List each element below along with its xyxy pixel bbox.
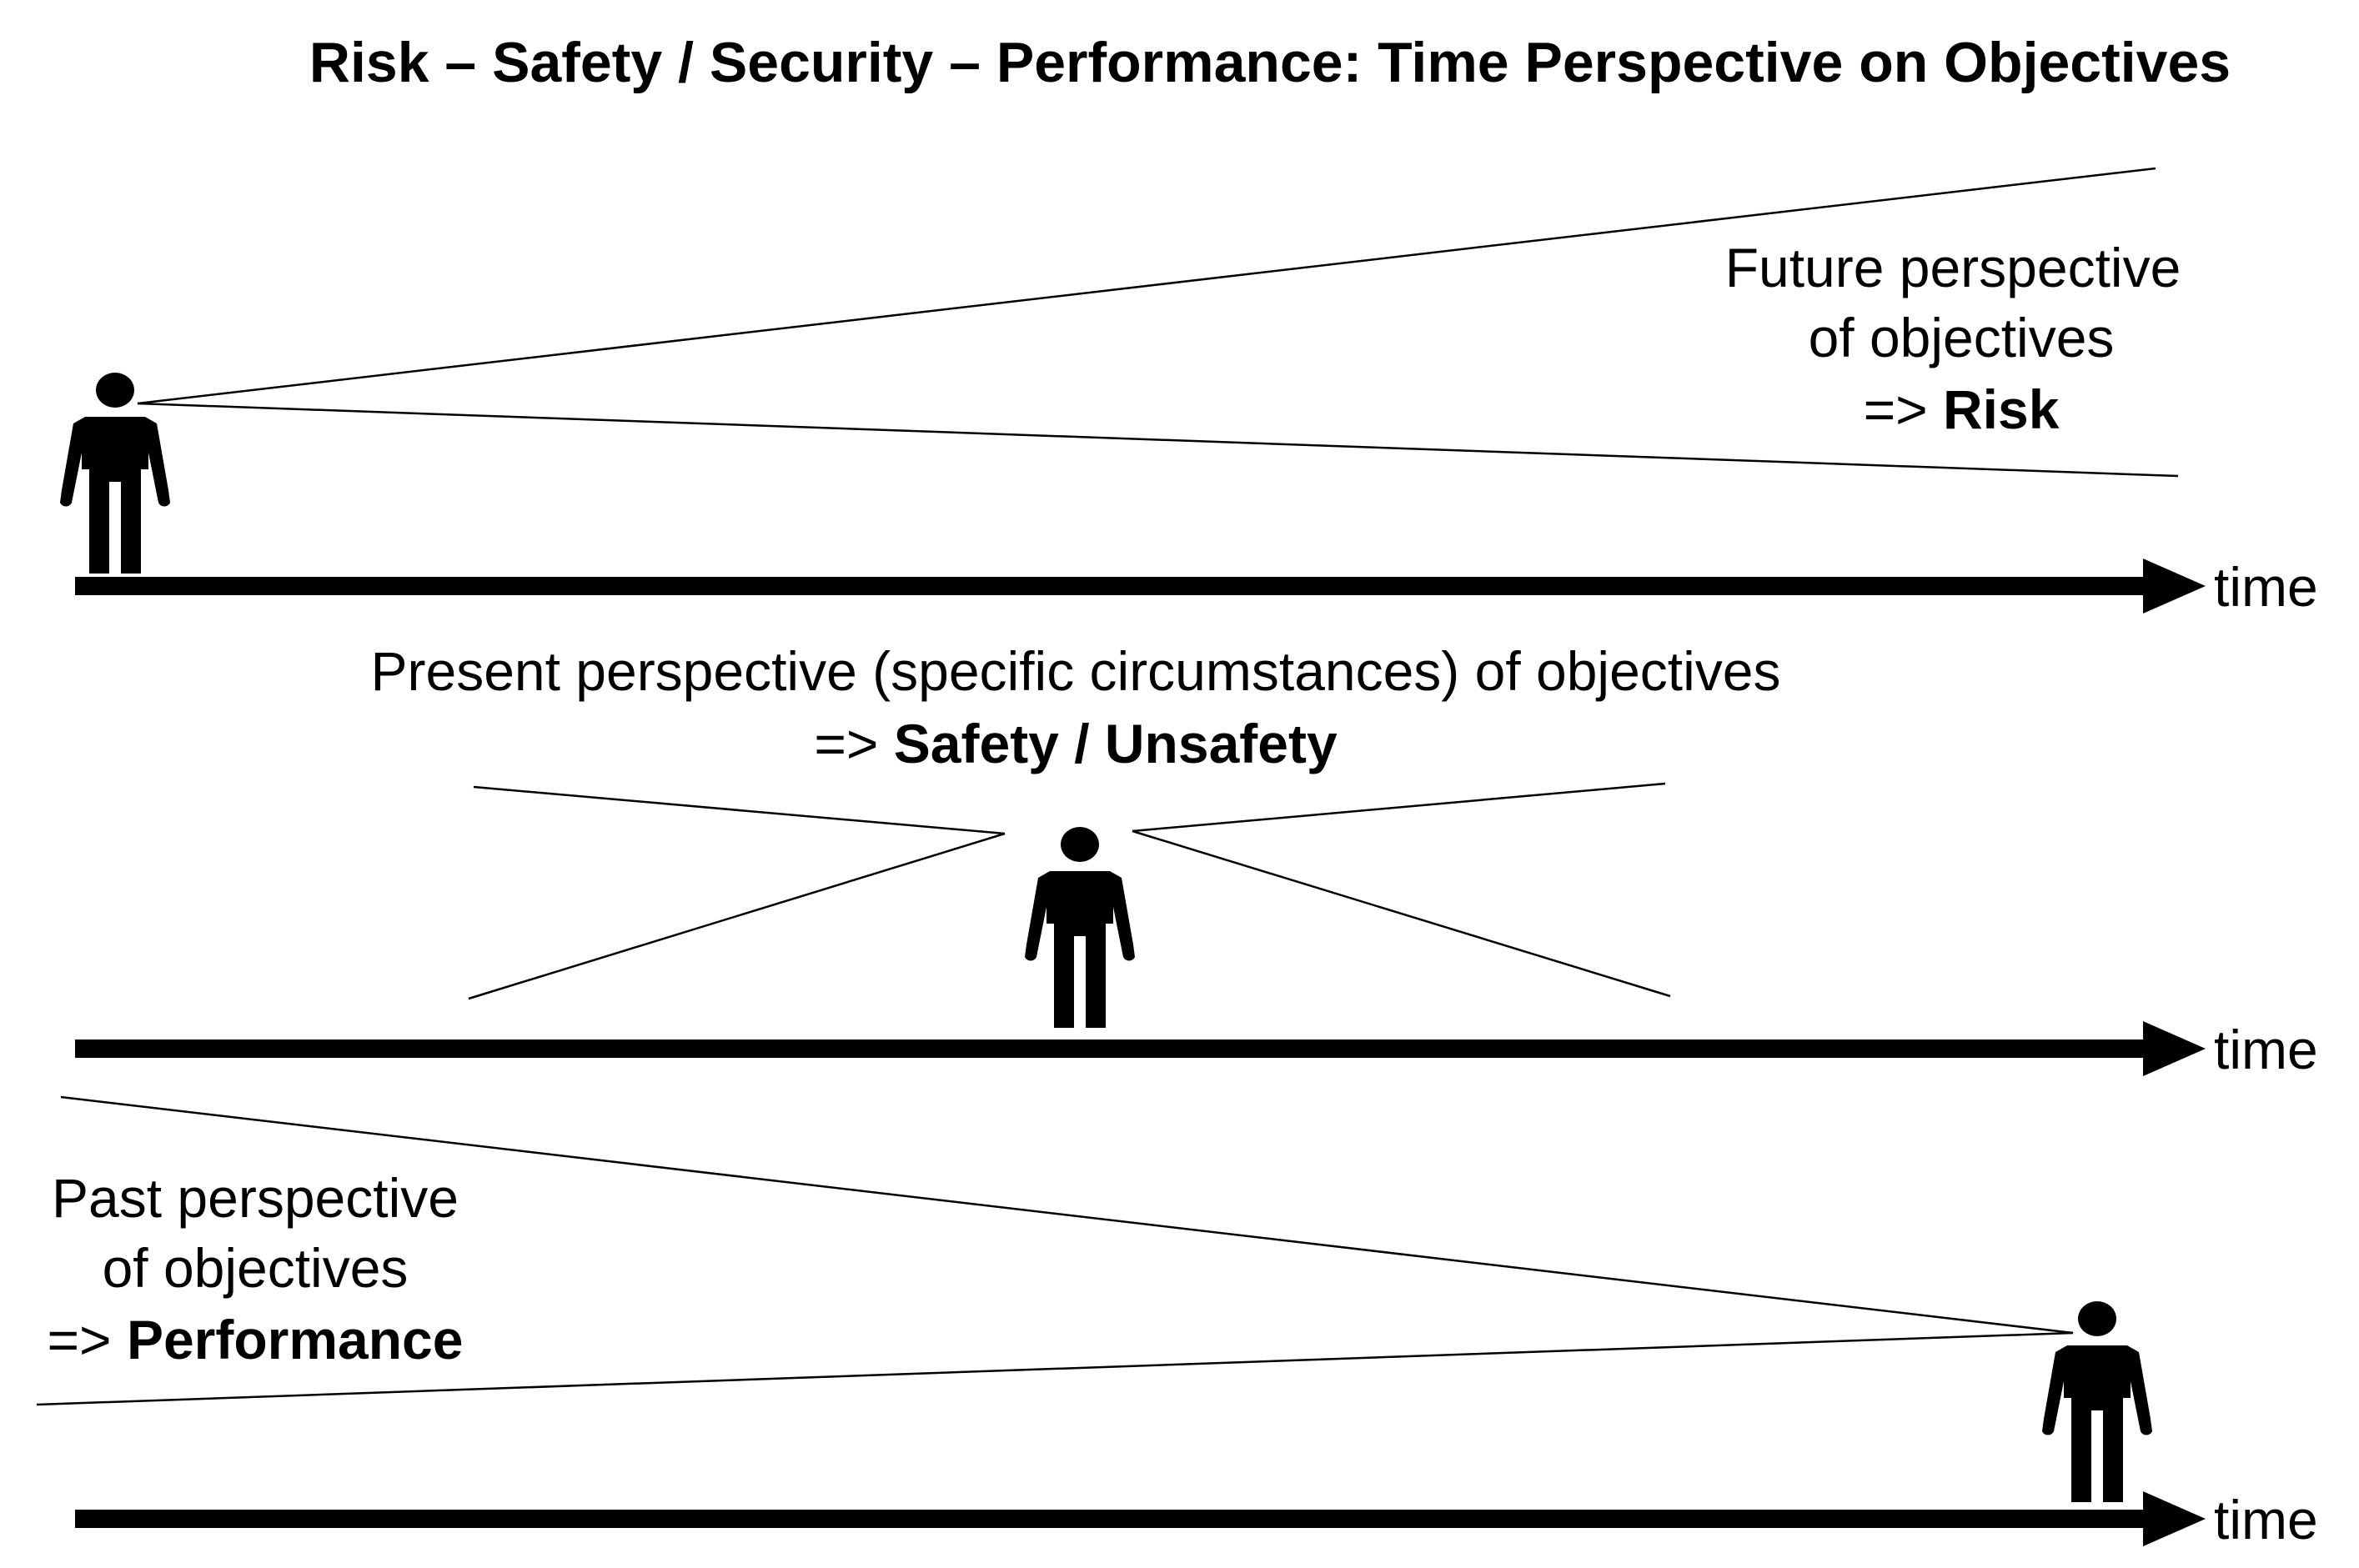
present-sight-line-right-upper xyxy=(1132,782,1666,833)
past-panel: Past perspective of objectives => Perfor… xyxy=(36,1095,2318,1550)
future-label-line2: of objectives xyxy=(1809,307,2115,368)
past-term: Performance xyxy=(127,1309,464,1370)
past-label-line1: Past perspective xyxy=(52,1167,459,1229)
past-term-line: => Performance xyxy=(48,1309,464,1370)
present-term: Safety / Unsafety xyxy=(894,713,1338,774)
future-time-label: time xyxy=(2214,556,2318,618)
future-sight-line-lower xyxy=(137,402,2179,478)
past-sight-line-upper xyxy=(60,1095,2074,1335)
arrow-head-icon xyxy=(2143,1491,2206,1546)
present-sight-line-left-upper xyxy=(473,785,1006,835)
present-term-arrow: => xyxy=(814,713,878,774)
present-sight-line-left-lower xyxy=(468,832,1006,1000)
present-panel: Present perspective (specific circumstan… xyxy=(75,640,2318,1080)
future-term-line: => Risk xyxy=(1864,378,2060,440)
future-panel: Future perspective of objectives => Risk… xyxy=(60,167,2318,618)
past-time-label: time xyxy=(2214,1489,2318,1550)
present-label-line1: Present perspective (specific circumstan… xyxy=(371,640,1781,702)
future-sight-line-upper xyxy=(137,167,2156,405)
present-time-label: time xyxy=(2214,1019,2318,1080)
future-label-line1: Future perspective xyxy=(1725,237,2181,298)
present-term-line: => Safety / Unsafety xyxy=(814,713,1338,774)
future-term: Risk xyxy=(1943,378,2060,440)
page-title: Risk – Safety / Security – Performance: … xyxy=(309,31,2231,94)
past-sight-line-lower xyxy=(36,1331,2074,1406)
arrow-head-icon xyxy=(2143,559,2206,614)
future-term-arrow: => xyxy=(1864,378,1928,440)
person-icon xyxy=(1025,827,1135,1028)
person-icon xyxy=(60,373,170,574)
past-term-arrow: => xyxy=(48,1309,112,1370)
present-sight-line-right-lower xyxy=(1132,829,1671,998)
past-label-line2: of objectives xyxy=(103,1237,409,1299)
arrow-head-icon xyxy=(2143,1021,2206,1076)
